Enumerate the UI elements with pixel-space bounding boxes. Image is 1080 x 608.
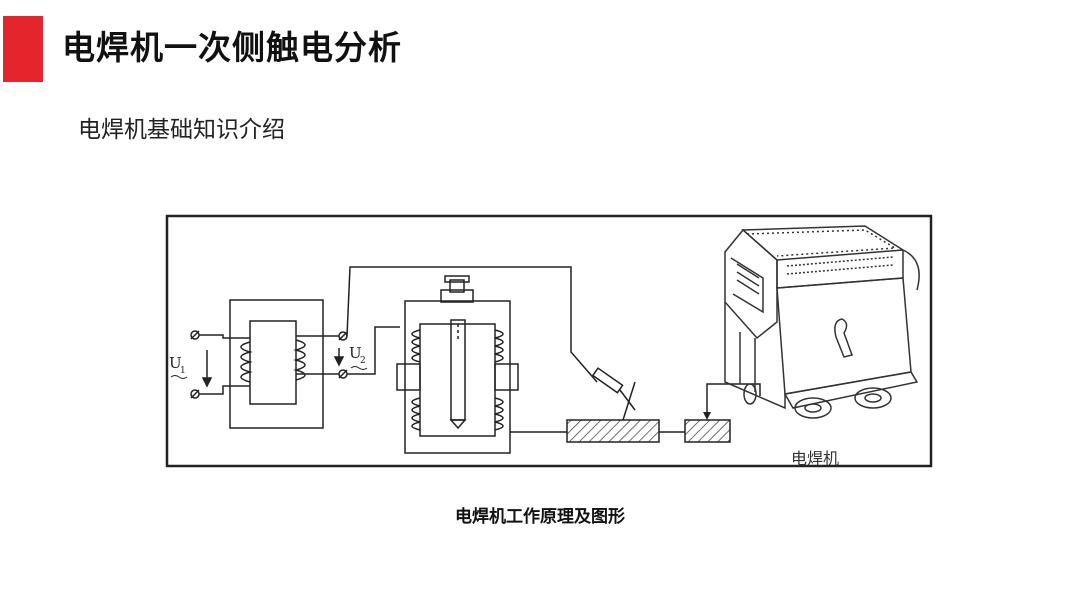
input-transformer	[197, 299, 340, 429]
u1-subscript: 1	[180, 366, 186, 376]
machine-label: 电焊机	[791, 449, 839, 468]
figure-caption: 电焊机工作原理及图形	[455, 507, 625, 527]
workpiece	[566, 419, 660, 443]
ground-clamp	[684, 419, 731, 443]
u2-label: U	[349, 344, 362, 362]
title-accent-bar	[3, 16, 43, 82]
welding-machine-drawing	[724, 225, 920, 419]
u1-label: U	[169, 354, 182, 372]
welding-diagram-svg: U 1 U 2	[165, 214, 933, 468]
section-subtitle: 电焊机基础知识介绍	[78, 117, 285, 143]
input-terminals	[190, 330, 213, 399]
u2-ac-symbol	[350, 366, 368, 370]
reactor-core	[346, 266, 598, 454]
electrode-holder	[591, 367, 636, 421]
u2-subscript: 2	[360, 356, 366, 366]
page-title: 电焊机一次侧触电分析	[62, 28, 402, 67]
welding-diagram-figure: U 1 U 2	[165, 212, 933, 470]
u1-ac-symbol	[170, 375, 188, 379]
